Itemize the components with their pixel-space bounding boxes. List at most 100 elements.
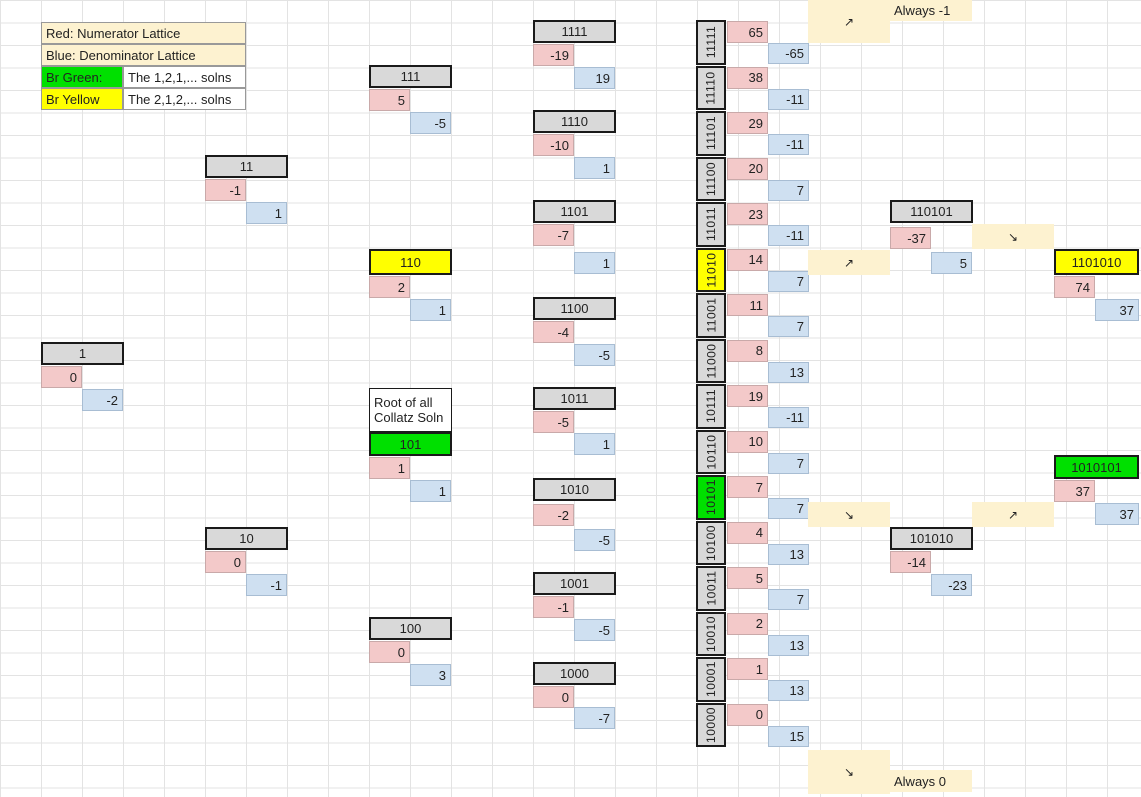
denominator-cell: -5 — [574, 529, 615, 551]
numerator-cell: 0 — [727, 703, 768, 726]
numerator-cell: 20 — [727, 157, 768, 180]
denominator-cell: 1 — [246, 202, 287, 224]
denominator-cell: 37 — [1095, 503, 1139, 525]
column-label: 11000 — [704, 343, 719, 379]
denominator-cell: -11 — [768, 407, 809, 428]
column-label-cell: 11110 — [696, 65, 726, 110]
numerator-cell: 7 — [727, 476, 768, 498]
denominator-cell: 1 — [574, 157, 615, 179]
numerator-cell: 19 — [727, 385, 768, 407]
numerator-cell: 0 — [41, 366, 82, 388]
denominator-cell: 37 — [1095, 299, 1139, 321]
legend-green-label: Br Green: — [41, 66, 123, 88]
column-label: 10011 — [704, 570, 719, 606]
column-label-cell: 10101 — [696, 475, 726, 520]
numerator-cell: -7 — [533, 224, 574, 246]
column-label-cell: 10100 — [696, 520, 726, 565]
always-neg1-note: Always -1 — [890, 0, 972, 21]
denominator-cell: 1 — [574, 433, 615, 455]
numerator-cell: -10 — [533, 134, 574, 156]
legend-yellow-value: The 2,1,2,... solns — [123, 88, 246, 110]
numerator-cell: -4 — [533, 321, 574, 343]
node-header: 101 — [369, 432, 452, 456]
node-header: 101010 — [890, 527, 973, 550]
root-note: Root of all Collatz Soln — [369, 388, 452, 432]
node-header: 1011 — [533, 387, 616, 410]
denominator-cell: -65 — [768, 43, 809, 64]
denominator-cell: 19 — [574, 67, 615, 89]
arrow-se-cell: ↘ — [808, 502, 890, 527]
numerator-cell: 8 — [727, 339, 768, 362]
column-label-cell: 10000 — [696, 702, 726, 747]
column-label-cell: 10001 — [696, 657, 726, 702]
numerator-cell: 2 — [369, 276, 410, 298]
numerator-cell: 5 — [369, 89, 410, 111]
column-label: 10110 — [704, 434, 719, 470]
column-label: 11011 — [704, 207, 718, 242]
denominator-cell: -5 — [410, 112, 451, 134]
node-header: 100 — [369, 617, 452, 640]
numerator-cell: 29 — [727, 112, 768, 134]
numerator-cell: 1 — [727, 658, 768, 680]
denominator-cell: -11 — [768, 134, 809, 155]
denominator-cell: -11 — [768, 88, 809, 110]
arrow-se-cell: ↘ — [972, 224, 1054, 249]
legend-green-value: The 1,2,1,... solns — [123, 66, 246, 88]
node-header: 1101010 — [1054, 249, 1139, 275]
denominator-cell: -5 — [574, 619, 615, 641]
numerator-cell: 11 — [727, 294, 768, 316]
denominator-cell: 7 — [768, 452, 809, 474]
column-label-cell: 10010 — [696, 611, 726, 656]
column-label: 11111 — [704, 26, 718, 59]
numerator-cell: 23 — [727, 203, 768, 225]
arrow-ne-cell: ↗ — [808, 0, 890, 43]
column-label: 11101 — [704, 116, 718, 151]
denominator-cell: 1 — [574, 252, 615, 274]
column-label: 11001 — [704, 297, 719, 333]
numerator-cell: -14 — [890, 551, 931, 573]
numerator-cell: -1 — [533, 596, 574, 618]
node-header: 1 — [41, 342, 124, 365]
denominator-cell: -23 — [931, 574, 972, 596]
column-label: 10100 — [704, 524, 718, 561]
denominator-cell: -11 — [768, 225, 809, 246]
arrow-ne-cell: ↗ — [972, 502, 1054, 527]
node-header: 11 — [205, 155, 288, 178]
numerator-cell: -37 — [890, 227, 931, 249]
column-label-cell: 10110 — [696, 429, 726, 474]
node-header: 111 — [369, 65, 452, 88]
column-label-cell: 11100 — [696, 156, 726, 201]
column-label: 11100 — [704, 161, 718, 196]
node-header: 1000 — [533, 662, 616, 685]
column-label: 10010 — [704, 615, 718, 652]
column-label: 10111 — [704, 389, 718, 424]
numerator-cell: 10 — [727, 430, 768, 453]
column-label-cell: 11010 — [696, 247, 726, 292]
numerator-cell: 38 — [727, 66, 768, 89]
denominator-cell: 15 — [768, 725, 809, 747]
denominator-cell: 7 — [768, 589, 809, 610]
denominator-cell: 13 — [768, 634, 809, 656]
column-label: 11010 — [704, 252, 719, 288]
denominator-cell: -7 — [574, 707, 615, 729]
denominator-cell: -1 — [246, 574, 287, 596]
node-header: 1100 — [533, 297, 616, 320]
numerator-cell: 5 — [727, 567, 768, 589]
node-header: 1111 — [533, 20, 616, 43]
node-header: 1110 — [533, 110, 616, 133]
denominator-cell: 1 — [410, 299, 451, 321]
legend-red: Red: Numerator Lattice — [41, 22, 246, 44]
denominator-cell: 7 — [768, 270, 809, 292]
numerator-cell: 0 — [369, 641, 410, 663]
numerator-cell: -19 — [533, 44, 574, 66]
node-header: 1010101 — [1054, 455, 1139, 479]
numerator-cell: 0 — [205, 551, 246, 573]
column-label-cell: 10011 — [696, 566, 726, 611]
node-header: 1101 — [533, 200, 616, 223]
legend-blue: Blue: Denominator Lattice — [41, 44, 246, 66]
numerator-cell: -2 — [533, 504, 574, 526]
denominator-cell: 3 — [410, 664, 451, 686]
always-0-note: Always 0 — [890, 770, 972, 792]
column-label-cell: 11111 — [696, 20, 726, 65]
denominator-cell: 1 — [410, 480, 451, 502]
